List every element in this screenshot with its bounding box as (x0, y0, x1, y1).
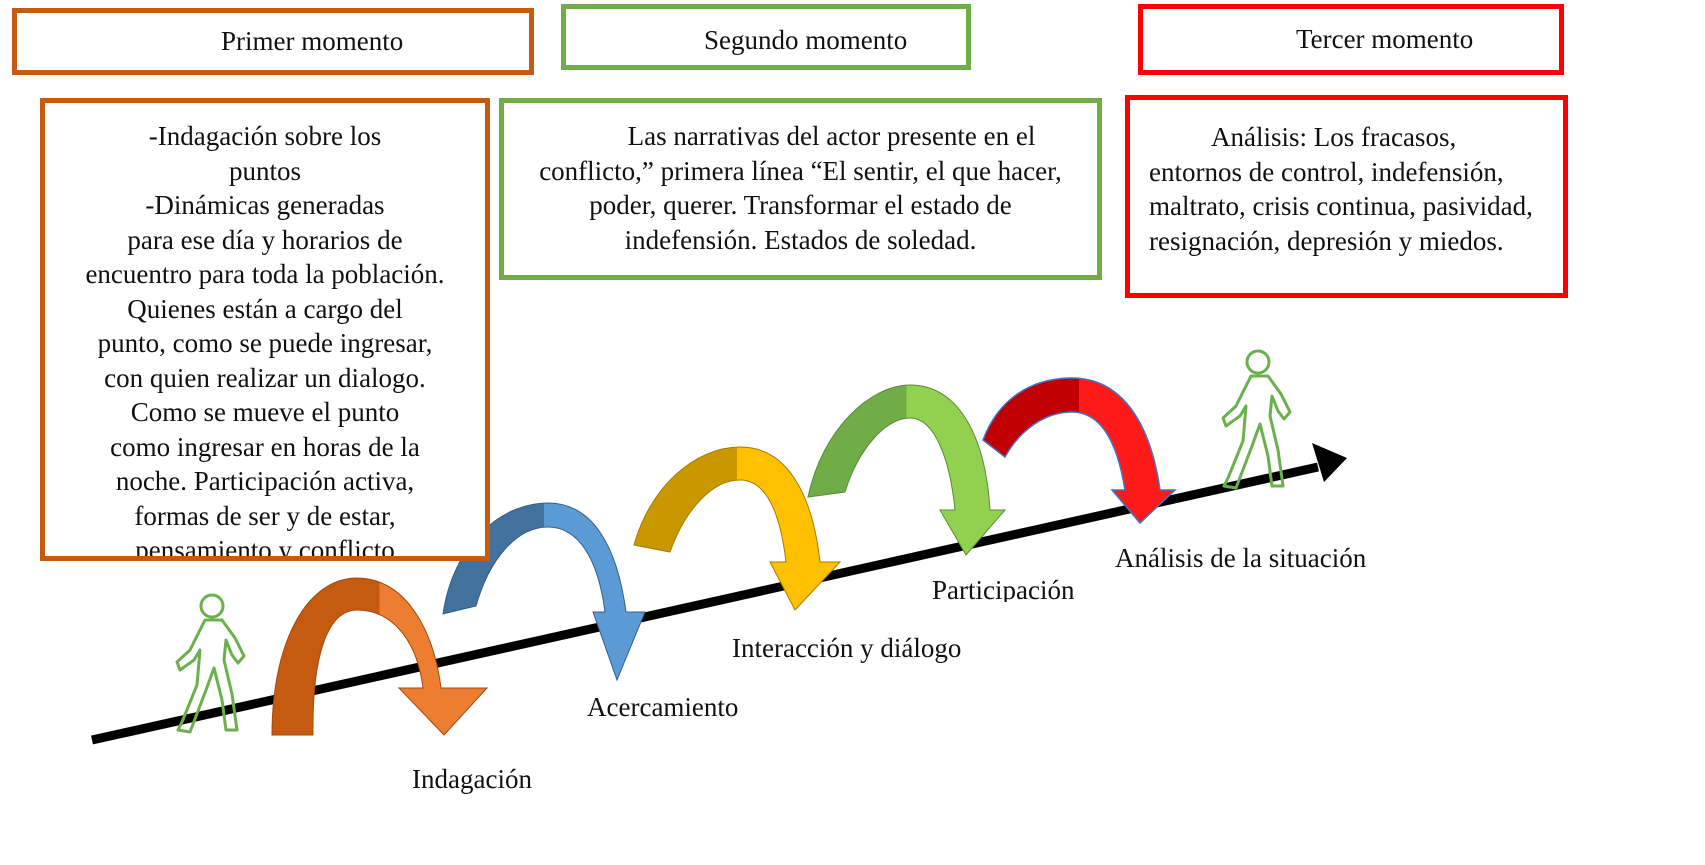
third-moment-content: Análisis: Los fracasos, entornos de cont… (1125, 95, 1568, 298)
third-moment-header: Tercer momento (1138, 4, 1564, 75)
first-moment-content: -Indagación sobre los puntos -Dinámicas … (40, 98, 490, 561)
first-line-6: Quienes están a cargo del (127, 293, 403, 324)
acercamiento-arrow (442, 502, 646, 682)
second-moment-content: Las narrativas del actor presente en el … (499, 98, 1102, 280)
third-moment-text: Análisis: Los fracasos, entornos de cont… (1149, 122, 1533, 256)
first-moment-header: Primer momento (12, 8, 534, 75)
first-line-3: -Dinámicas generadas (145, 190, 385, 220)
first-line-7: punto, como se puede ingresar, (97, 328, 433, 358)
second-moment-title: Segundo momento (704, 25, 908, 55)
stage-label-acercamiento: Acercamiento (587, 692, 739, 722)
first-line-9: Como se mueve el punto (130, 397, 400, 427)
first-line-12: formas de ser y de estar, (134, 500, 396, 531)
walking-person-icon (1221, 349, 1292, 490)
stage-label-participacion: Participación (932, 575, 1075, 602)
first-line-1: -Indagación sobre los (148, 121, 382, 151)
third-moment-title: Tercer momento (1296, 24, 1474, 54)
second-moment-text: Las narrativas del actor presente en el … (539, 121, 1062, 255)
stage-label-interaccion: Interacción y diálogo (732, 633, 962, 663)
participacion-arrow (807, 384, 1007, 556)
first-line-11: noche. Participación activa, (115, 466, 415, 496)
first-line-2: puntos (228, 155, 301, 186)
analisis-arrow (982, 377, 1177, 525)
stage-label-analisis: Análisis de la situación (1115, 543, 1367, 573)
interaccion-arrow (633, 446, 842, 611)
first-line-13: pensamiento y conflicto (135, 535, 395, 561)
first-line-5: encuentro para toda la población. (85, 259, 445, 289)
timeline-arrowhead (1312, 443, 1347, 482)
indagacion-arrow (271, 577, 489, 736)
first-moment-title: Primer momento (221, 26, 404, 56)
stage-label-indagacion: Indagación (412, 764, 532, 794)
walking-person-icon (175, 593, 246, 734)
first-line-4: para ese día y horarios de (127, 224, 403, 255)
second-moment-header: Segundo momento (561, 4, 971, 70)
first-line-8: con quien realizar un dialogo. (104, 362, 426, 393)
first-line-10: como ingresar en horas de la (110, 431, 420, 462)
